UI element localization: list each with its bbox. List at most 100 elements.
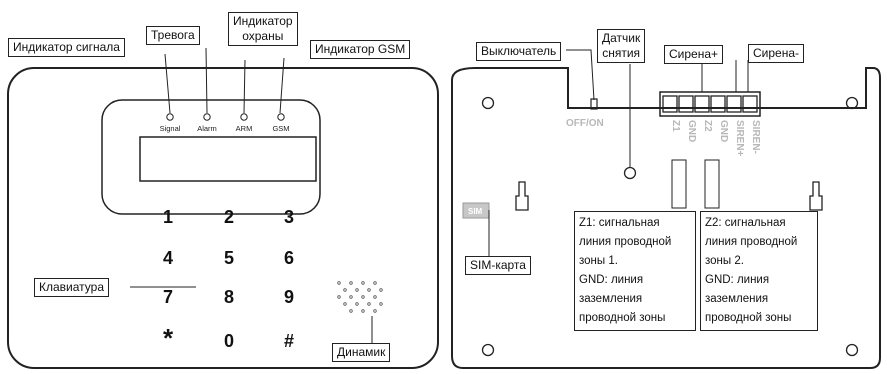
note-zone2-line: проводной зоны — [705, 312, 792, 324]
callout-tamper-line-1: Датчик — [602, 31, 641, 45]
terminal-screw — [710, 95, 726, 113]
indicator-led — [203, 113, 211, 121]
terminal-screw — [726, 95, 742, 113]
speaker-hole — [349, 295, 353, 299]
indicator-label: GSM — [272, 124, 289, 133]
note-zone1-line: линия проводной — [579, 236, 672, 248]
key-button[interactable]: # — [284, 331, 294, 351]
hanging-slot-left — [515, 181, 529, 211]
speaker-hole — [373, 309, 377, 313]
callout-gsm-indicator: Индикатор GSM — [310, 40, 411, 59]
callout-signal-indicator: Индикатор сигнала — [8, 38, 125, 57]
indicator-led — [277, 113, 285, 121]
switch-silkscreen: OFF/ON — [566, 118, 604, 129]
key-button[interactable]: 9 — [284, 287, 294, 307]
key-button[interactable]: 7 — [163, 287, 173, 307]
hanging-slot-right — [809, 181, 823, 211]
terminal-label: Z2 — [702, 120, 713, 132]
key-button[interactable]: 6 — [284, 248, 294, 268]
callout-arm-line-2: охраны — [242, 29, 284, 43]
callout-switch: Выключатель — [476, 42, 562, 61]
indicator-led — [240, 113, 248, 121]
indicator-leds: Signal Alarm ARM GSM — [160, 113, 290, 133]
display-window — [101, 99, 321, 215]
speaker-hole — [337, 295, 341, 299]
terminal-label: GND — [686, 120, 697, 142]
note-zone1: Z1: сигнальная линия проводной зоны 1. G… — [574, 211, 696, 331]
sim-slot-label: SIM — [468, 207, 483, 216]
note-zone2-line: Z2: сигнальная — [705, 217, 786, 229]
note-zone1-line: Z1: сигнальная — [579, 217, 660, 229]
indicator-label: ARM — [236, 124, 253, 133]
terminal-label: GND — [718, 120, 729, 142]
key-button[interactable]: 8 — [224, 287, 234, 307]
key-button[interactable]: 4 — [163, 248, 173, 268]
indicator-label: Signal — [160, 124, 181, 133]
note-zone2-line: зоны 2. — [705, 255, 744, 267]
key-button[interactable]: * — [163, 323, 174, 353]
speaker-hole — [343, 302, 347, 306]
key-button[interactable]: 2 — [224, 207, 234, 227]
note-zone2-line: линия проводной — [705, 236, 798, 248]
mount-hole-bottom-left — [481, 343, 495, 357]
speaker-hole — [343, 288, 347, 292]
callout-arm-line-1: Индикатор — [233, 14, 293, 28]
front-panel-body — [7, 67, 439, 369]
mount-hole-bottom-right — [845, 343, 859, 357]
terminal-screw — [662, 95, 678, 113]
keypad: 1 2 3 4 5 6 7 8 9 * 0 # — [163, 207, 294, 353]
speaker-hole — [361, 281, 365, 285]
back-panel-body — [451, 67, 881, 369]
note-zone2-line: GND: линия — [705, 274, 770, 286]
mount-hole-top-right — [845, 96, 859, 110]
terminal-screw — [694, 95, 710, 113]
note-zone1-line: GND: линия — [579, 274, 644, 286]
terminal-screw — [742, 95, 758, 113]
speaker-hole — [349, 309, 353, 313]
key-button[interactable]: 0 — [224, 331, 234, 351]
terminal-screw — [678, 95, 694, 113]
indicator-led — [166, 113, 174, 121]
callout-sim-card: SIM-карта — [465, 256, 531, 275]
speaker-hole — [361, 295, 365, 299]
speaker-hole — [379, 302, 383, 306]
callout-keyboard: Клавиатура — [34, 278, 109, 297]
terminal-block — [659, 91, 761, 117]
callout-siren-plus: Сирена+ — [664, 45, 724, 64]
terminal-labels: Z1 GND Z2 GND SIREN+ SIREN- — [670, 120, 761, 157]
note-zone2: Z2: сигнальная линия проводной зоны 2. G… — [700, 211, 818, 331]
terminal-screws — [662, 95, 758, 113]
note-zone1-line: зоны 1. — [579, 255, 618, 267]
callout-alarm: Тревога — [146, 26, 200, 45]
callout-speaker: Динамик — [332, 343, 391, 362]
speaker-hole — [355, 302, 359, 306]
callout-arm-indicator: Индикатор охраны — [228, 12, 298, 46]
speaker-hole — [373, 295, 377, 299]
note-zone1-line: проводной зоны — [579, 312, 666, 324]
speaker-hole — [367, 288, 371, 292]
speaker-grille — [337, 281, 383, 313]
key-button[interactable]: 5 — [224, 248, 234, 268]
speaker-hole — [367, 302, 371, 306]
speaker-hole — [355, 288, 359, 292]
mount-hole-top-left — [481, 96, 495, 110]
back-leader-lines — [488, 49, 749, 256]
terminal-label: SIREN- — [750, 120, 761, 154]
terminal-label: Z1 — [670, 120, 681, 132]
key-button[interactable]: 3 — [284, 207, 294, 227]
indicator-label: Alarm — [197, 124, 217, 133]
callout-siren-minus: Сирена- — [748, 44, 805, 63]
speaker-hole — [337, 281, 341, 285]
speaker-hole — [361, 309, 365, 313]
key-button[interactable]: 1 — [163, 207, 173, 227]
callout-tamper-line-2: снятия — [602, 46, 641, 60]
note-zone1-line: заземления — [579, 293, 643, 305]
tamper-sensor — [623, 166, 637, 180]
speaker-hole — [373, 281, 377, 285]
lcd-screen — [139, 136, 317, 182]
terminal-label: SIREN+ — [734, 120, 745, 157]
callout-tamper-sensor: Датчик снятия — [597, 29, 646, 63]
note-zone2-line: заземления — [705, 293, 769, 305]
front-leader-lines — [130, 47, 373, 343]
